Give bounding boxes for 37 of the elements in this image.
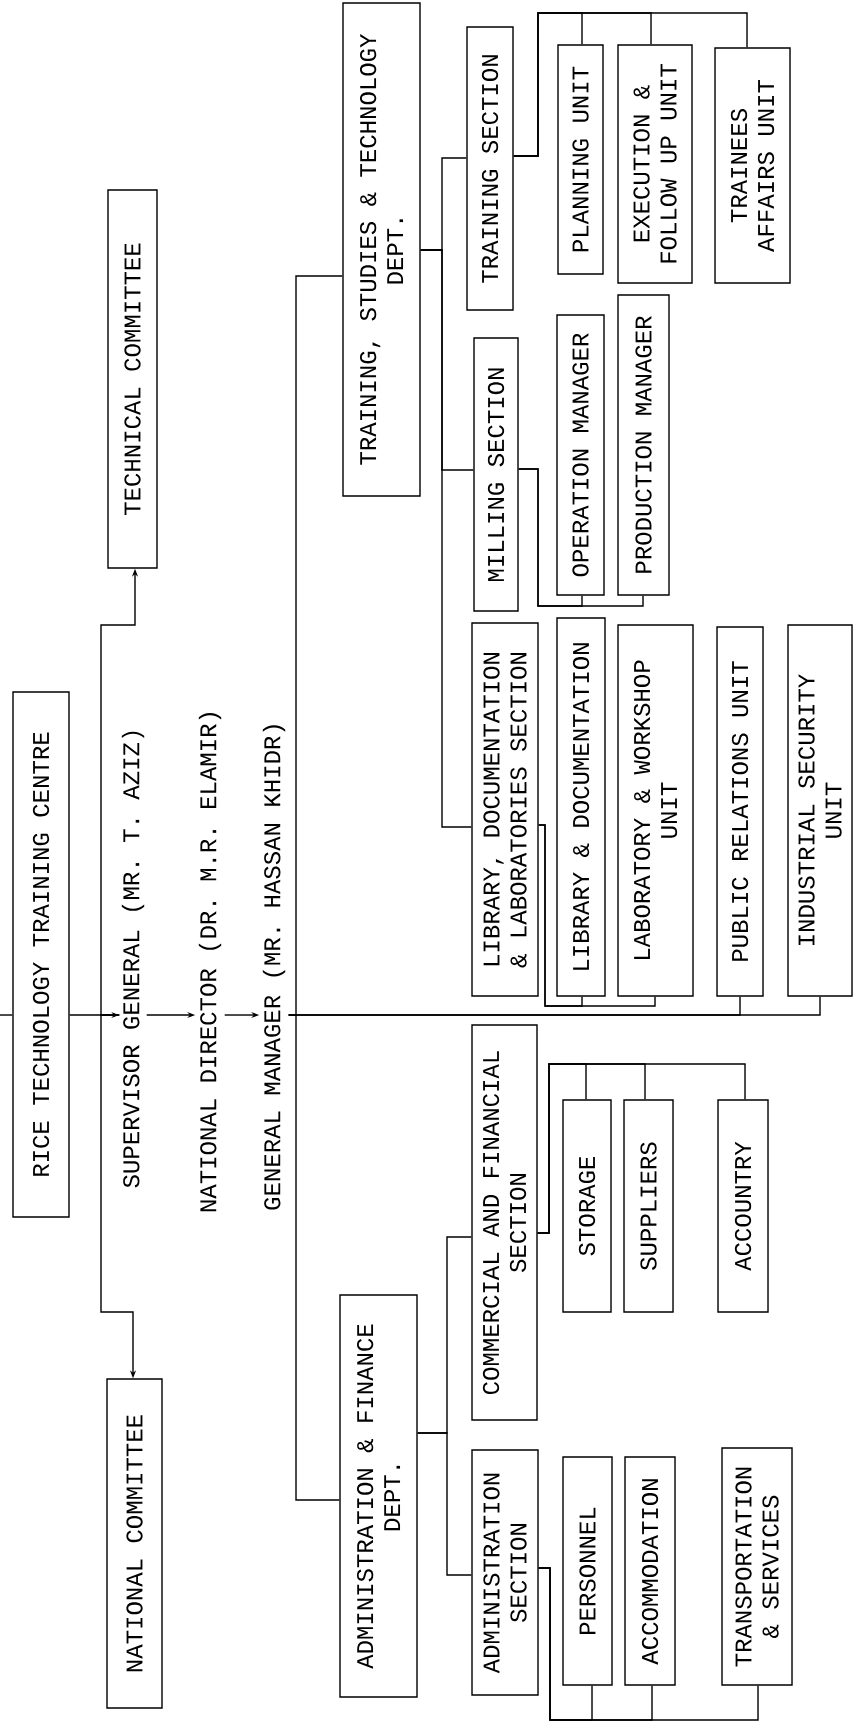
connector — [538, 1567, 759, 1721]
org-box: TRAINING, STUDIES & TECHNOLOGY DEPT. — [342, 2, 421, 497]
org-box: ADMINISTRATION & FINANCE DEPT. — [339, 1294, 418, 1698]
connector — [537, 1063, 746, 1234]
org-box: LIBRARY & DOCUMENTATION — [556, 617, 606, 997]
org-box: RICE TECHNOLOGY TRAINING CENTRE — [12, 691, 70, 1218]
role-label: NATIONAL DIRECTOR (DR. M.R. ELAMIR) — [198, 713, 222, 1212]
org-box: PERSONNEL — [562, 1456, 613, 1686]
role-label: GENERAL MANAGER (MR. HASSAN KHIDR) — [262, 725, 286, 1210]
org-box: TECHNICAL COMMITTEE — [107, 189, 158, 569]
org-box: ADMINISTRATION SECTION — [471, 1449, 539, 1696]
org-box: NATIONAL COMMITTEE — [106, 1378, 163, 1709]
connector — [518, 468, 644, 607]
org-box: OPERATION MANAGER — [556, 314, 605, 596]
org-box: INDUSTRIAL SECURITY UNIT — [787, 624, 853, 997]
org-box: LABORATORY & WORKSHOP UNIT — [617, 624, 694, 997]
org-box: TRANSPORTATION & SERVICES — [721, 1447, 793, 1686]
org-box: SUPPLIERS — [623, 1099, 674, 1313]
org-box: TRAINEES AFFAIRS UNIT — [714, 47, 791, 284]
connector — [288, 996, 821, 1016]
org-box: COMMERCIAL AND FINANCIAL SECTION — [471, 1024, 538, 1421]
org-box: PLANNING UNIT — [557, 44, 604, 275]
connector — [513, 12, 748, 157]
org-box: ACCOMMODATION — [624, 1456, 676, 1686]
org-box: MILLING SECTION — [473, 337, 519, 612]
connector — [0, 1014, 13, 1016]
org-box: ACCOUNTRY — [717, 1099, 769, 1313]
connector — [420, 249, 472, 828]
org-box: EXECUTION & FOLLOW UP UNIT — [617, 44, 693, 284]
connector — [538, 824, 656, 1007]
org-box: PUBLIC RELATIONS UNIT — [716, 626, 764, 997]
org-box: TRAINING SECTION — [466, 26, 514, 311]
org-box: STORAGE — [562, 1099, 612, 1313]
org-box: LIBRARY, DOCUMENTATION & LABORATORIES SECTION — [471, 622, 539, 997]
org-box: PRODUCTION MANAGER — [617, 294, 670, 596]
role-label: SUPERVISOR GENERAL (MR. T. AZIZ) — [121, 731, 145, 1188]
connector — [417, 1432, 472, 1576]
